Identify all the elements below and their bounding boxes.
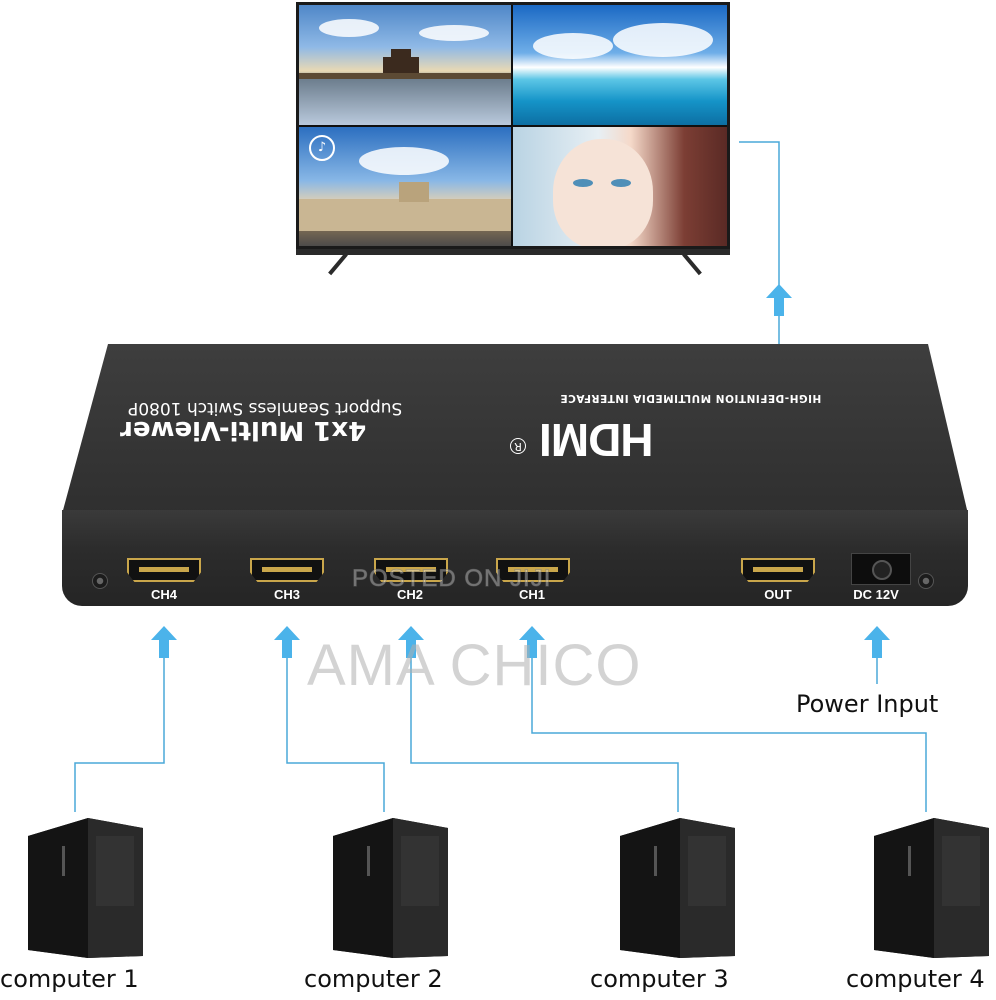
- port-label-ch1: CH1: [518, 587, 545, 602]
- arrow-up-icon: [274, 626, 300, 658]
- computer-tower-icon: [333, 818, 448, 958]
- hdmi-subtitle: HIGH-DEFINTION MULTIMEDIA INTERFACE: [560, 392, 822, 404]
- hdmi-port-out: [741, 558, 815, 582]
- line-computer3-ch2: [410, 640, 679, 812]
- hdmi-logo: HDMI: [540, 414, 654, 466]
- registered-mark: R: [510, 438, 526, 454]
- screw-icon: [92, 573, 108, 589]
- hdmi-port-ch1: [496, 558, 570, 582]
- dc-jack-icon: [851, 553, 911, 585]
- computer-label-4: computer 4: [846, 965, 985, 993]
- screen-quadrant-landscape: [299, 5, 511, 125]
- tv-screen: ♪: [296, 2, 730, 249]
- hdmi-port-ch3: [250, 558, 324, 582]
- computer-tower-icon: [28, 818, 143, 958]
- arrow-up-icon: [766, 284, 792, 316]
- port-label-ch4: CH4: [150, 587, 177, 602]
- port-label-dc: DC 12V: [853, 587, 899, 602]
- tv-bezel-bottom: [296, 249, 730, 255]
- line-computer1-ch4: [74, 640, 165, 812]
- computer-label-3: computer 3: [590, 965, 729, 993]
- port-label-out: OUT: [764, 587, 792, 602]
- screen-quadrant-sea: [513, 5, 727, 125]
- line-computer4-ch1: [531, 640, 927, 812]
- computer-tower-icon: [874, 818, 989, 958]
- computer-label-1: computer 1: [0, 965, 139, 993]
- port-label-ch2: CH2: [396, 587, 423, 602]
- screen-quadrant-portrait: [513, 127, 727, 246]
- power-input-label: Power Input: [796, 690, 939, 718]
- music-note-icon: ♪: [309, 135, 335, 161]
- computer-tower-icon: [620, 818, 735, 958]
- port-label-ch3: CH3: [273, 587, 300, 602]
- arrow-up-icon: [864, 626, 890, 658]
- line-computer2-ch3: [286, 640, 385, 812]
- arrow-up-icon: [151, 626, 177, 658]
- computer-label-2: computer 2: [304, 965, 443, 993]
- hdmi-port-ch4: [127, 558, 201, 582]
- product-subtitle: Support Seamless Switch 1080P: [128, 398, 403, 418]
- watermark-large: AMA CHICO: [307, 633, 642, 698]
- screw-icon: [918, 573, 934, 589]
- screen-quadrant-palace: ♪: [299, 127, 511, 246]
- product-title: 4x1 Multi-Viewer: [120, 415, 367, 445]
- device-top-panel: [62, 344, 968, 514]
- watermark-small: POSTED ON JIJI: [351, 565, 552, 593]
- hdmi-port-ch2: [374, 558, 448, 582]
